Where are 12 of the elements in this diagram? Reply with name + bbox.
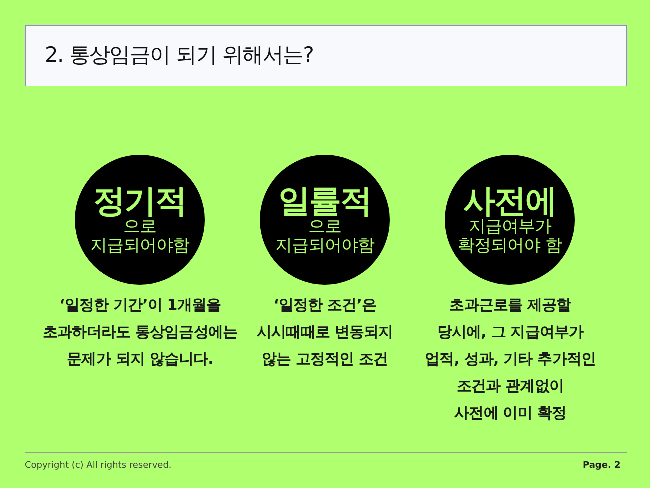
copyright-text: Copyright (c) All rights reserved. bbox=[25, 461, 172, 472]
description-text: ‘일정한 조건’은 시시때때로 변동되지 않는 고정적인 조건 bbox=[257, 295, 394, 370]
description-text: ‘일정한 기간’이 1개월을 초과하더라도 통상임금성에는 문제가 되지 않습니다. bbox=[43, 295, 238, 370]
badge-text: 지급여부가 확정되어야 함 bbox=[458, 218, 562, 256]
badge-heading: 일률적 bbox=[278, 184, 372, 218]
badge-heading: 사전에 bbox=[464, 184, 556, 218]
badge-text: 으로 지급되어야함 bbox=[276, 218, 374, 256]
page-number: Page. 2 bbox=[583, 461, 621, 472]
badge-heading: 정기적 bbox=[94, 184, 186, 218]
slide-title: 2. 통상임금이 되기 위해서는? bbox=[45, 42, 314, 68]
badge-text: 으로 지급되어야함 bbox=[90, 218, 190, 256]
description-text: 초과근로를 제공할 당시에, 그 지급여부가 업적, 성과, 기타 추가적인 조건과 관계없이 사전에 이미 확정 bbox=[425, 295, 596, 424]
